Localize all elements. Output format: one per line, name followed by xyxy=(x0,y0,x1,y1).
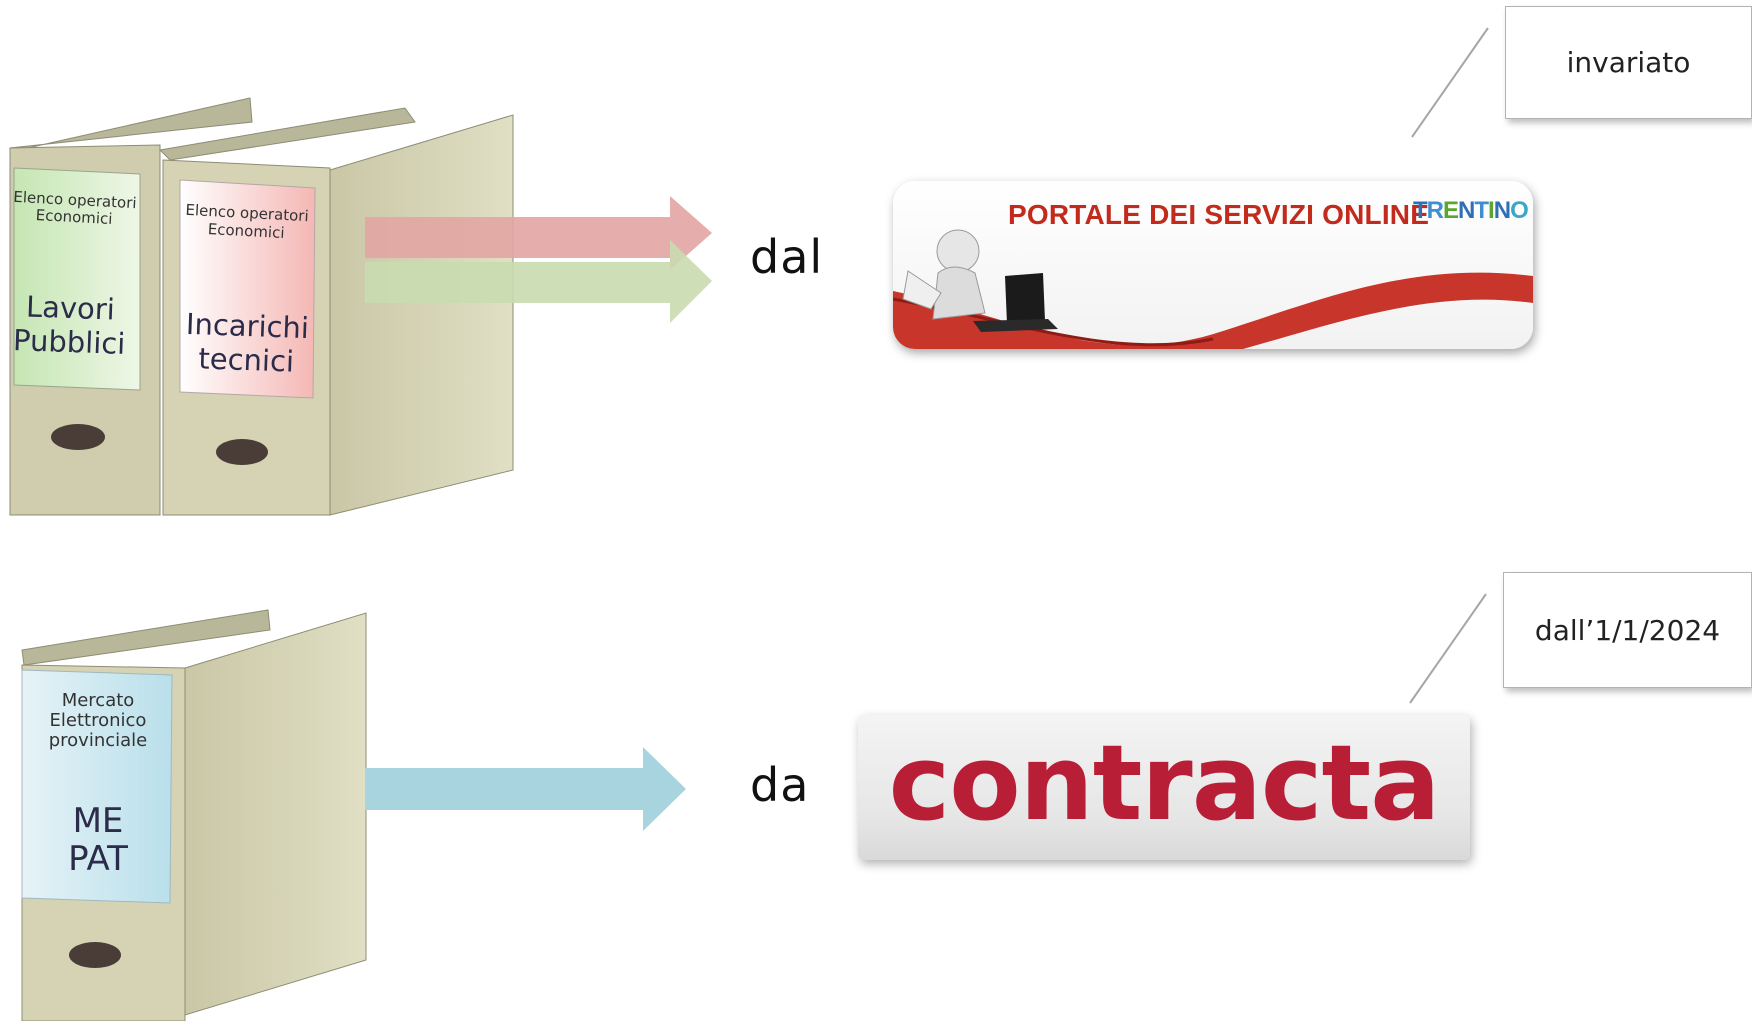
binder-3-header-line-3: provinciale xyxy=(49,730,148,751)
connector-dal: dal xyxy=(750,230,824,284)
binder-3-header-line-2: Elettronico xyxy=(50,710,147,731)
binder-2-title-line-1: Incarichi xyxy=(185,307,309,345)
trentino-letter-2: R xyxy=(1426,197,1444,224)
trentino-letter-7: N xyxy=(1493,197,1511,224)
binder-1-header-line-2: Economici xyxy=(35,206,113,228)
binder-1-title-line-2: Pubblici xyxy=(13,323,126,361)
binder-2-title: Incarichi tecnici xyxy=(185,307,309,379)
trentino-letter-1: T xyxy=(1413,197,1428,224)
binder-me-pat xyxy=(21,609,367,1021)
portale-servizi-online-banner[interactable]: PORTALE DEI SERVIZI ONLINE TRENTINO xyxy=(893,181,1533,349)
callout-invariato: invariato xyxy=(1505,6,1752,119)
arrow-blue xyxy=(365,747,686,831)
trentino-letter-5: T xyxy=(1474,197,1489,224)
portale-title: PORTALE DEI SERVIZI ONLINE xyxy=(1008,199,1430,230)
binder-lavori-pubblici xyxy=(9,97,253,516)
figure-laptop-icon xyxy=(902,229,1058,332)
binder-2-title-line-2: tecnici xyxy=(198,341,295,378)
binder-2-header-line-2: Economici xyxy=(207,220,285,242)
arrow-red xyxy=(365,196,712,270)
trentino-letter-3: E xyxy=(1443,197,1459,224)
arrow-green xyxy=(365,240,712,323)
callout-date: dall’1/1/2024 xyxy=(1503,572,1752,688)
connector-da: da xyxy=(750,758,810,812)
binder-3-title-line-1: ME xyxy=(73,801,124,841)
portale-ribbon-graphic xyxy=(893,229,1533,349)
binder-incarichi-tecnici xyxy=(158,107,514,516)
binder-3-header: Mercato Elettronico provinciale xyxy=(49,690,148,751)
trentino-letter-8: O xyxy=(1510,197,1529,224)
binder-1-title-line-1: Lavori xyxy=(25,289,115,326)
binder-3-header-line-1: Mercato xyxy=(62,690,135,711)
trentino-letter-4: N xyxy=(1458,197,1475,224)
binder-3-title: ME PAT xyxy=(68,801,128,879)
callout-2-pointer xyxy=(1409,593,1487,704)
trentino-logo: TRENTINO xyxy=(1413,197,1529,225)
contracta-logo: contracta xyxy=(888,721,1441,844)
callout-1-pointer xyxy=(1411,27,1489,138)
binder-1-title: Lavori Pubblici xyxy=(13,289,126,361)
contracta-banner[interactable]: contracta xyxy=(858,715,1470,860)
trentino-letter-6: I xyxy=(1488,197,1495,224)
binder-3-title-line-2: PAT xyxy=(68,839,128,879)
